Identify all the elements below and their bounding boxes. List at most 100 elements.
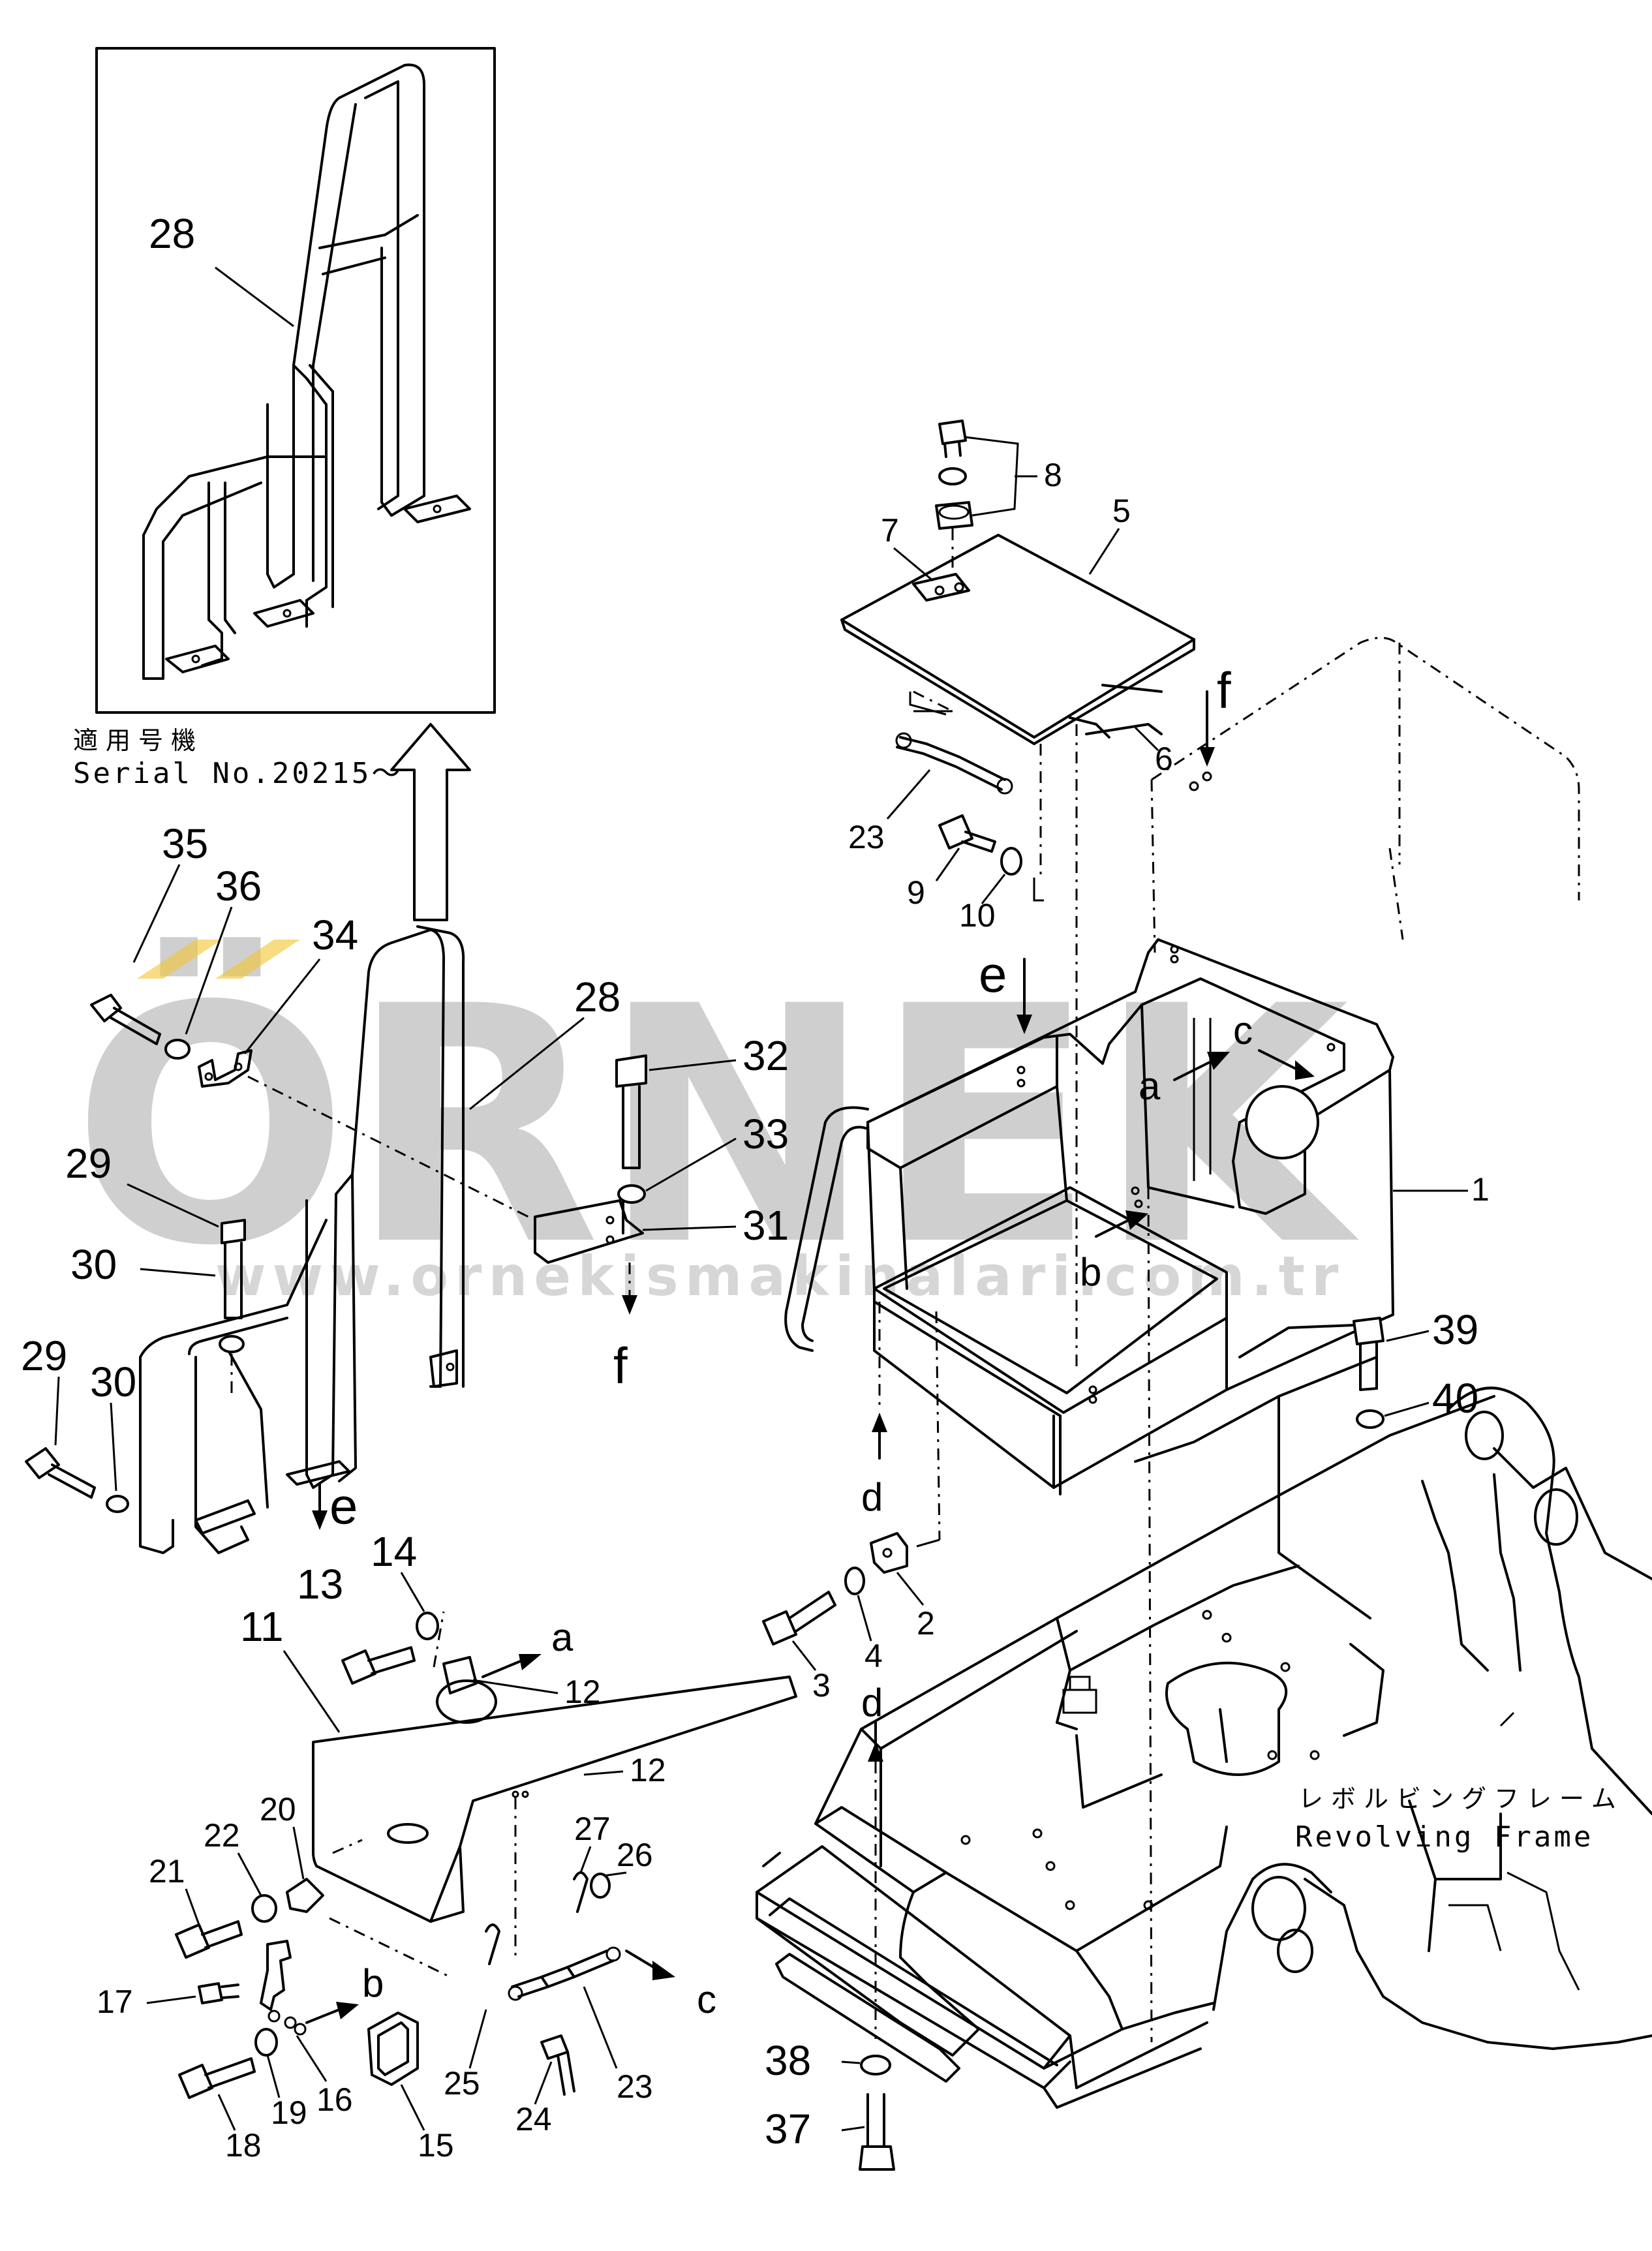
callout-3: 3 (812, 1667, 831, 1704)
frame-label-jp: レボルビングフレーム (1298, 1784, 1624, 1813)
callout-4: 4 (864, 1638, 883, 1674)
callout-28-inset: 28 (149, 210, 195, 257)
bracket-31 (534, 1199, 644, 1264)
callout-26: 26 (617, 1837, 653, 1873)
pin-24 (540, 2034, 569, 2060)
latch-16 (260, 1940, 292, 2011)
gas-spring-upper-group: 23 9 10 (848, 710, 1044, 934)
bolt-9-head (938, 814, 973, 850)
pin-27 (573, 1871, 589, 1913)
bolt-29-head-lower (25, 1447, 60, 1479)
ref-f-lower-label: f (613, 1337, 628, 1394)
callout-24: 24 (515, 2101, 552, 2137)
callout-17: 17 (97, 1983, 133, 2020)
fastener-group-8: 8 (935, 420, 1062, 574)
callout-25: 25 (444, 2065, 480, 2102)
callout-16: 16 (316, 2081, 353, 2118)
bolt-8-head (938, 420, 967, 445)
pin-25 (485, 1923, 500, 1965)
callout-40: 40 (1432, 1375, 1478, 1422)
washer-26 (590, 1873, 611, 1899)
callout-27: 27 (574, 1811, 611, 1847)
handrail-assembly: 28 (139, 925, 620, 1554)
callout-32: 32 (742, 1032, 789, 1079)
bolt-32-head (615, 1054, 647, 1088)
nut-20 (286, 1878, 324, 1913)
nut-8 (935, 501, 973, 530)
side-cover-assembly: 11 (240, 1603, 797, 1978)
callout-13: 13 (297, 1561, 343, 1608)
callout-39: 39 (1432, 1306, 1478, 1353)
cover-handle-recess (436, 1679, 497, 1724)
fastener-group-32-33-31: 32 33 31 f (534, 1032, 789, 1394)
callout-5: 5 (1112, 493, 1131, 529)
ref-d-lower-label: d (861, 1681, 883, 1724)
callout-37: 37 (765, 2106, 811, 2152)
fastener-group-29-30-upper: 29 30 (65, 1140, 246, 1396)
ref-b-upper-label: b (1080, 1250, 1101, 1294)
washer-30-upper (219, 1335, 245, 1353)
ref-a-lower-label: a (551, 1616, 574, 1659)
callout-18: 18 (225, 2127, 262, 2164)
callout-35: 35 (162, 820, 208, 867)
callout-19: 19 (271, 2094, 307, 2131)
ref-f-upper: f (1199, 662, 1231, 767)
toolbox-body: 1 (784, 637, 1580, 2043)
ref-a-upper-label: a (1139, 1064, 1161, 1108)
callout-8: 8 (1044, 457, 1062, 493)
washer-38 (860, 2055, 891, 2075)
callout-10: 10 (959, 897, 996, 934)
ref-e-upper-label: e (979, 945, 1007, 1003)
fastener-group-13-14: 13 14 (297, 1528, 439, 1685)
callout-23-upper: 23 (848, 819, 885, 855)
callout-12-upper: 12 (564, 1674, 601, 1710)
bolt-29-head-upper (221, 1219, 246, 1244)
gas-spring-23-lower (511, 1950, 615, 1998)
callout-36: 36 (215, 863, 262, 910)
callout-15: 15 (418, 2127, 454, 2164)
washer-10 (1000, 847, 1022, 876)
washer-22 (251, 1894, 277, 1923)
washer-33 (617, 1184, 646, 1204)
washer-4 (844, 1567, 865, 1595)
callout-2: 2 (917, 1605, 935, 1642)
washer-19 (254, 2028, 278, 2057)
bumper-15 (367, 2012, 419, 2086)
inset-reference-arrow (390, 723, 471, 921)
callout-6: 6 (1155, 741, 1173, 777)
lid-5 (840, 534, 1195, 739)
fastener-group-37-38: 38 37 (765, 2037, 895, 2171)
bolt-3-head (762, 1610, 797, 1646)
washer-30-lower (106, 1495, 129, 1513)
gas-spring-lower-group: 23 24 25 26 27 c (444, 1811, 716, 2137)
bolt-18-head (178, 2064, 213, 2099)
ref-c-lower-label: c (697, 1978, 716, 2021)
side-cover-11 (312, 1676, 797, 1923)
callout-7: 7 (881, 512, 899, 549)
serial-note-jp: 適用号機 (73, 726, 204, 755)
fastener-group-29-30-lower: 29 30 (21, 1332, 136, 1513)
lock-plate-7 (912, 573, 970, 602)
callout-9: 9 (907, 874, 925, 911)
callout-23-lower: 23 (617, 2068, 653, 2105)
revolving-frame: レボルビングフレーム Revolving Frame (756, 1356, 1652, 2109)
callout-33: 33 (742, 1110, 789, 1157)
callout-30-lower: 30 (90, 1358, 136, 1405)
serial-note: 適用号機 Serial No.20215～ (73, 726, 400, 790)
washer-14 (416, 1612, 439, 1640)
ref-d-upper-label: d (861, 1475, 883, 1519)
watermark-url: www.ornekismakinalari.com.tr (215, 1244, 1345, 1308)
frame-label-en: Revolving Frame (1295, 1820, 1593, 1854)
callout-34: 34 (312, 911, 358, 958)
ref-e-lower: e (312, 1477, 358, 1535)
screw-17 (198, 1982, 223, 2004)
callout-12-lower: 12 (630, 1752, 666, 1788)
callout-11: 11 (240, 1603, 283, 1650)
bracket-34 (198, 1049, 252, 1088)
callout-28-main: 28 (574, 973, 620, 1020)
ref-b-lower-label: b (362, 1961, 384, 2005)
callout-38: 38 (765, 2037, 811, 2084)
bolt-13-head (341, 1649, 376, 1685)
refs-box-abc: a c b (1080, 1009, 1315, 1294)
tool-box-opening (1245, 1085, 1319, 1159)
